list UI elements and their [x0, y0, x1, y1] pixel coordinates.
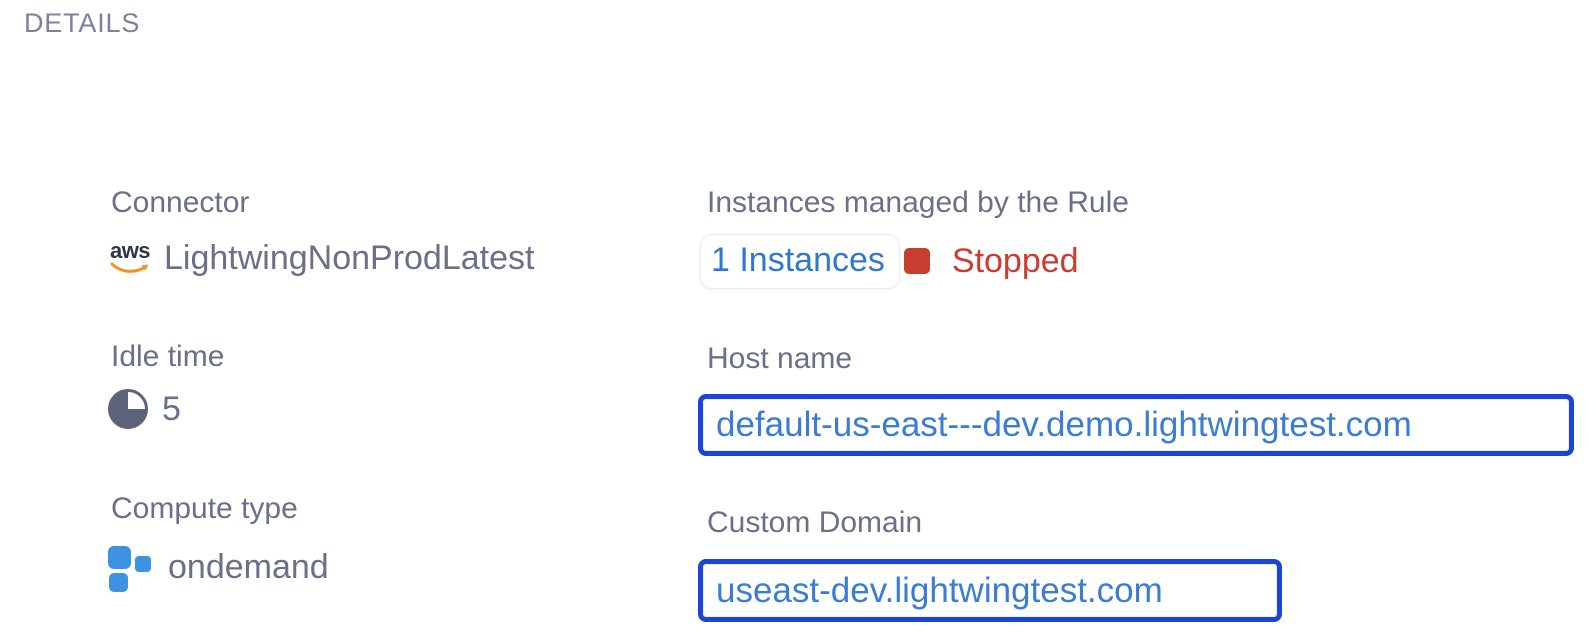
- custom-domain-field[interactable]: useast-dev.lightwingtest.com: [698, 559, 1282, 622]
- connector-value: LightwingNonProdLatest: [164, 238, 535, 277]
- host-name-field[interactable]: default-us-east---dev.demo.lightwingtest…: [698, 394, 1574, 456]
- custom-domain-inner: useast-dev.lightwingtest.com: [703, 564, 1277, 617]
- compute-type-label: Compute type: [111, 492, 298, 525]
- idle-time-label: Idle time: [111, 340, 225, 373]
- aws-logo-text: aws: [109, 238, 151, 264]
- idle-time-pie-icon: [108, 389, 148, 429]
- compute-type-value-row: ondemand: [106, 540, 329, 594]
- status-text: Stopped: [951, 241, 1079, 280]
- host-name-inner: default-us-east---dev.demo.lightwingtest…: [703, 399, 1569, 451]
- instances-value-row: 1 Instances Stopped: [700, 233, 1079, 289]
- connector-value-row: aws LightwingNonProdLatest: [108, 232, 535, 284]
- host-name-label: Host name: [707, 342, 853, 375]
- custom-domain-label: Custom Domain: [707, 506, 923, 539]
- instances-label: Instances managed by the Rule: [707, 186, 1129, 219]
- instances-count-link[interactable]: 1 Instances: [700, 233, 900, 289]
- aws-logo-icon: aws: [108, 238, 152, 275]
- idle-time-value-row: 5: [108, 386, 181, 432]
- custom-domain-value[interactable]: useast-dev.lightwingtest.com: [716, 570, 1163, 610]
- connector-label: Connector: [111, 186, 250, 219]
- compute-type-blocks-icon: [106, 542, 156, 592]
- panel-title: DETAILS: [24, 8, 141, 38]
- aws-swoosh-icon: [110, 262, 149, 273]
- compute-type-value: ondemand: [168, 547, 329, 586]
- host-name-value[interactable]: default-us-east---dev.demo.lightwingtest…: [716, 405, 1412, 444]
- status-square-icon: [903, 248, 930, 274]
- idle-time-value: 5: [162, 389, 181, 428]
